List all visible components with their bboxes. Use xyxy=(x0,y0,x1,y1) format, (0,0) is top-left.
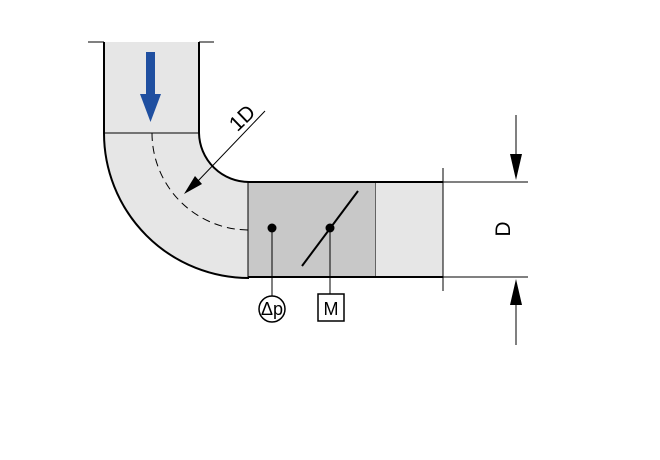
bend-radius-label: 1D xyxy=(225,101,260,136)
pressure-tap-point xyxy=(267,223,277,233)
circle-sensor-icon xyxy=(258,295,286,323)
elbow-duct xyxy=(88,41,250,279)
diameter-label: D xyxy=(492,221,515,236)
centerline xyxy=(151,132,250,231)
elbow-outer-wall xyxy=(103,42,250,279)
damper-section xyxy=(247,181,377,278)
pressure-sensor: Δp xyxy=(258,223,286,323)
flow-arrow xyxy=(140,52,161,122)
outlet-duct xyxy=(376,168,444,291)
pressure-sensor-label: Δp xyxy=(261,299,283,319)
actuator-label: M xyxy=(324,299,339,319)
down-arrow-icon xyxy=(140,94,161,122)
diameter-dimension: D xyxy=(443,115,528,345)
actuator-pivot-point xyxy=(325,223,335,233)
actuator: M xyxy=(317,223,345,322)
square-actuator-icon xyxy=(317,293,345,322)
